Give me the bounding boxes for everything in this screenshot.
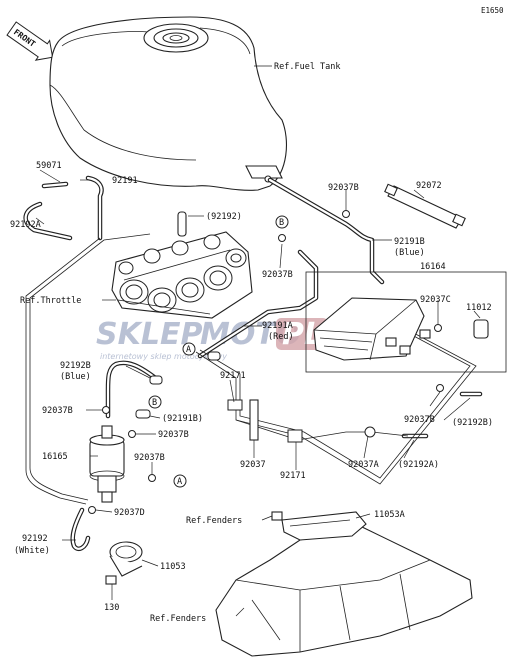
- canister-frame: [305, 271, 507, 373]
- label-92192b-color: (Blue): [60, 372, 91, 382]
- svg-text:B: B: [152, 398, 157, 408]
- throttle-body: [111, 211, 253, 319]
- fuel-filter: [89, 425, 125, 503]
- strap-92072: [384, 183, 466, 229]
- label-92192a-top: 92192A: [10, 220, 41, 230]
- label-11012: 11012: [466, 303, 492, 313]
- svg-text:B: B: [279, 218, 284, 228]
- marker-b-1: B: [275, 215, 289, 229]
- label-59071: 59071: [36, 161, 62, 171]
- label-92192-paren: (92192): [206, 212, 242, 222]
- label-92037b-e: 92037B: [404, 415, 435, 425]
- label-92037d: 92037D: [114, 508, 145, 518]
- label-ref-throttle: Ref.Throttle: [20, 296, 81, 306]
- label-92037b-f: 92037B: [134, 453, 165, 463]
- label-92171-b: 92171: [280, 471, 306, 481]
- label-92191a-color: (Red): [268, 332, 294, 342]
- label-92072: 92072: [416, 181, 442, 191]
- label-92191b-color: (Blue): [394, 248, 425, 258]
- marker-a-1: A: [182, 342, 196, 356]
- svg-text:A: A: [186, 345, 191, 355]
- watermark-tagline: internetowy sklep motocyklowy: [100, 352, 227, 361]
- label-92037b-c: 92037B: [42, 406, 73, 416]
- label-92037: 92037: [240, 460, 266, 470]
- marker-b-2: B: [148, 395, 162, 409]
- label-92191b: 92191B: [394, 237, 425, 247]
- label-92037b-a: 92037B: [328, 183, 359, 193]
- diagram-code: E1650: [481, 6, 504, 15]
- fuel-tank: [49, 16, 287, 191]
- label-16165: 16165: [42, 452, 68, 462]
- callout-labels: Ref.Fuel Tank 59071 92191 92192A (92192)…: [10, 62, 493, 624]
- label-92191b-paren: (92191B): [162, 414, 203, 424]
- label-ref-fenders-upper: Ref.Fenders: [186, 516, 242, 526]
- label-92192: 92192: [22, 534, 48, 544]
- front-arrow-icon: FRONT: [6, 21, 54, 61]
- canister: [305, 271, 507, 373]
- label-92191: 92191: [112, 176, 138, 186]
- label-92192a-paren: (92192A): [398, 460, 439, 470]
- label-11053a: 11053A: [374, 510, 405, 520]
- label-92037c: 92037C: [420, 295, 451, 305]
- label-92192-color: (White): [14, 546, 50, 556]
- label-92037b-d: 92037B: [158, 430, 189, 440]
- label-92037b-b: 92037B: [262, 270, 293, 280]
- label-11053: 11053: [160, 562, 186, 572]
- label-92171-a: 92171: [220, 371, 246, 381]
- rear-fender: [215, 511, 473, 657]
- marker-a-2: A: [173, 474, 187, 488]
- label-92192b: 92192B: [60, 361, 91, 371]
- clamps: [88, 210, 444, 514]
- hose-network: [23, 175, 483, 551]
- bracket-92037: [249, 399, 259, 441]
- label-92191a: 92191A: [262, 321, 293, 331]
- label-ref-fenders-lower: Ref.Fenders: [150, 614, 206, 624]
- label-92037a: 92037A: [348, 460, 379, 470]
- svg-text:A: A: [177, 477, 182, 487]
- label-ref-fuel-tank: Ref.Fuel Tank: [274, 62, 341, 72]
- label-130: 130: [104, 603, 119, 613]
- leader-lines: [35, 65, 481, 617]
- bracket-11053: [105, 541, 143, 585]
- label-16164: 16164: [420, 262, 446, 272]
- label-92192b-paren: (92192B): [452, 418, 493, 428]
